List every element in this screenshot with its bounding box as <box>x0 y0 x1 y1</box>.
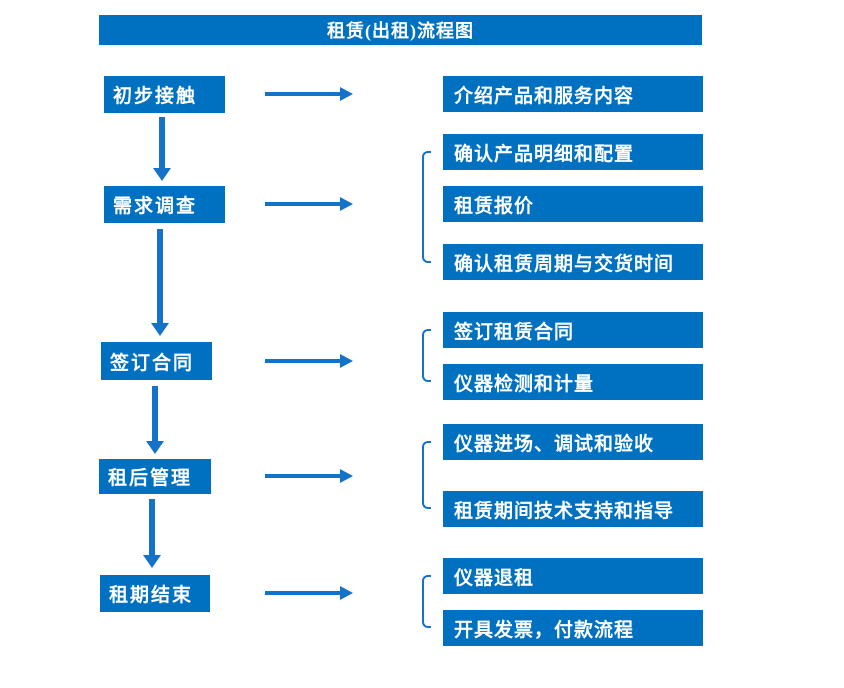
detail-box-instrument-installation: 仪器进场、调试和验收 <box>443 424 703 460</box>
detail-box-invoice-payment: 开具发票，付款流程 <box>443 610 703 646</box>
flow-arrow-down-1-icon <box>153 117 171 181</box>
flow-arrow-down-4-icon <box>143 499 161 568</box>
arrow-shaft <box>159 117 165 168</box>
detail-label: 确认租赁周期与交货时间 <box>454 253 675 275</box>
detail-box-instrument-testing: 仪器检测和计量 <box>443 364 703 400</box>
bracket-group-sign-contract <box>422 329 431 382</box>
flow-arrow-right-4-icon <box>265 468 353 484</box>
detail-label: 仪器退租 <box>454 567 535 589</box>
step-box-demand-survey: 需求调查 <box>104 186 225 223</box>
step-box-rental-end: 租期结束 <box>100 575 210 612</box>
detail-box-confirm-product-details: 确认产品明细和配置 <box>443 134 703 170</box>
detail-label: 介绍产品和服务内容 <box>454 85 635 107</box>
flow-arrow-down-2-icon <box>151 229 169 336</box>
detail-label: 确认产品明细和配置 <box>454 143 635 165</box>
step-label: 签订合同 <box>110 352 195 374</box>
arrow-head <box>340 469 353 483</box>
arrow-head <box>146 441 164 454</box>
step-label: 租后管理 <box>108 468 193 489</box>
detail-label: 签订租赁合同 <box>454 321 575 343</box>
bracket-group-post-rental <box>422 441 431 509</box>
flow-arrow-right-2-icon <box>265 196 353 212</box>
step-label: 租期结束 <box>109 585 194 606</box>
arrow-head <box>340 586 353 600</box>
flow-arrow-down-3-icon <box>146 386 164 454</box>
step-box-post-rental-management: 租后管理 <box>99 459 211 494</box>
arrow-head <box>151 323 169 336</box>
detail-box-instrument-return: 仪器退租 <box>443 558 703 594</box>
arrow-head <box>340 197 353 211</box>
arrow-shaft <box>265 92 340 96</box>
arrow-head <box>340 354 353 368</box>
detail-box-technical-support: 租赁期间技术支持和指导 <box>443 491 703 527</box>
detail-label: 仪器进场、调试和验收 <box>454 433 655 455</box>
arrow-shaft <box>265 474 340 478</box>
flow-arrow-right-3-icon <box>265 353 353 369</box>
detail-box-rental-quote: 租赁报价 <box>443 186 703 222</box>
detail-box-sign-rental-contract: 签订租赁合同 <box>443 312 703 348</box>
arrow-head <box>340 87 353 101</box>
arrow-shaft <box>265 202 340 206</box>
flow-arrow-right-5-icon <box>265 585 353 601</box>
arrow-shaft <box>149 499 155 555</box>
arrow-shaft <box>265 591 340 595</box>
arrow-shaft <box>152 386 158 441</box>
detail-label: 租赁报价 <box>454 195 535 217</box>
step-label: 初步接触 <box>113 86 198 107</box>
detail-label: 开具发票，付款流程 <box>454 619 635 641</box>
step-label: 需求调查 <box>113 196 198 217</box>
step-box-sign-contract: 签订合同 <box>101 342 212 380</box>
flowchart-title-bar: 租赁(出租)流程图 <box>99 15 702 45</box>
arrow-shaft <box>157 229 163 323</box>
flow-arrow-right-1-icon <box>265 86 353 102</box>
detail-box-introduce-products: 介绍产品和服务内容 <box>443 76 703 112</box>
bracket-group-demand-survey <box>422 151 431 263</box>
flowchart-title: 租赁(出租)流程图 <box>327 21 474 41</box>
detail-label: 仪器检测和计量 <box>454 373 595 395</box>
arrow-head <box>143 555 161 568</box>
detail-label: 租赁期间技术支持和指导 <box>454 500 675 522</box>
arrow-shaft <box>265 359 340 363</box>
arrow-head <box>153 168 171 181</box>
step-box-initial-contact: 初步接触 <box>104 76 225 113</box>
detail-box-confirm-rental-period: 确认租赁周期与交货时间 <box>443 244 703 280</box>
bracket-group-rental-end <box>422 575 431 628</box>
